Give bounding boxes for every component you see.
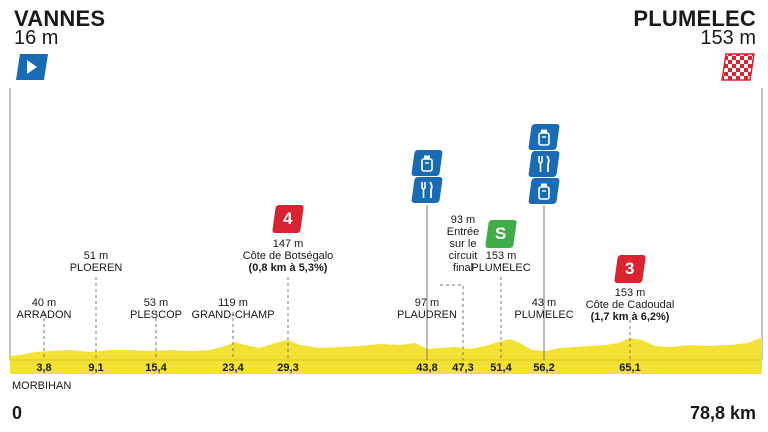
waypoint-text: PLOEREN [69, 262, 123, 274]
start-flag-icon [14, 52, 50, 87]
km-marker: 51,4 [490, 362, 512, 374]
km-marker: 3,8 [36, 362, 52, 374]
waypoint-text: (0,8 km à 5,3%) [248, 262, 328, 274]
waypoint-altitude: 51 m [83, 250, 109, 262]
waypoint-text: Côte de Cadoudal [585, 299, 675, 311]
sprint-icon: S [485, 220, 517, 248]
waypoint-text: circuit [448, 250, 478, 262]
profile-area [10, 337, 762, 360]
start-city: VANNES [14, 6, 106, 31]
km-marker: 15,4 [145, 362, 167, 374]
waypoint-text: Côte de Botségalo [242, 250, 334, 262]
km-marker: 43,8 [416, 362, 438, 374]
waypoint-text: PLESCOP [130, 309, 182, 321]
waypoint-altitude: 40 m [31, 297, 57, 309]
km-marker: 47,3 [452, 362, 474, 374]
waypoint-altitude: 147 m [272, 238, 304, 250]
waypoint-altitude: 97 m [414, 297, 440, 309]
waypoint-leader-line [440, 284, 464, 360]
waypoint-altitude: 119 m [218, 297, 248, 309]
waypoint-text: (1,7 km à 6,2%) [590, 311, 670, 323]
km-band [10, 360, 762, 374]
waypoint-text: PLUMELEC [514, 309, 574, 321]
waypoint-text: sur le [449, 238, 477, 250]
waypoint-text: PLUMELEC [471, 262, 531, 274]
waypoint-text: Entrée [446, 226, 480, 238]
km-marker: 56,2 [533, 362, 555, 374]
bidon-icon [528, 178, 560, 204]
waypoint-text: PLAUDREN [397, 309, 457, 321]
finish-city: PLUMELEC [633, 6, 756, 31]
km-marker: 9,1 [88, 362, 104, 374]
fork-knife-icon [528, 151, 560, 177]
axis-end-km: 78,8 km [689, 403, 756, 423]
start-altitude: 16 m [14, 27, 59, 49]
fork-knife-icon [411, 177, 443, 203]
bidon-icon [528, 124, 560, 150]
km-marker: 29,3 [277, 362, 299, 374]
km-marker: 65,1 [619, 362, 641, 374]
axis-start-km: 0 [12, 403, 23, 423]
waypoint-altitude: 153 m [485, 250, 517, 262]
waypoint-altitude: 43 m [531, 297, 557, 309]
finish-flag-icon [720, 52, 756, 87]
region-label: MORBIHAN [12, 380, 72, 392]
waypoint-altitude: 93 m [450, 214, 476, 226]
km-marker: 23,4 [222, 362, 244, 374]
waypoint-altitude: 153 m [614, 287, 646, 299]
bidon-icon [411, 150, 443, 176]
climb-category-badge: 4 [272, 205, 304, 233]
waypoint-text: GRAND-CHAMP [191, 309, 275, 321]
finish-altitude: 153 m [700, 27, 756, 49]
waypoint-altitude: 53 m [143, 297, 169, 309]
climb-category-badge: 3 [614, 255, 646, 283]
waypoint-text: ARRADON [16, 309, 72, 321]
waypoint-text: final [452, 262, 474, 274]
